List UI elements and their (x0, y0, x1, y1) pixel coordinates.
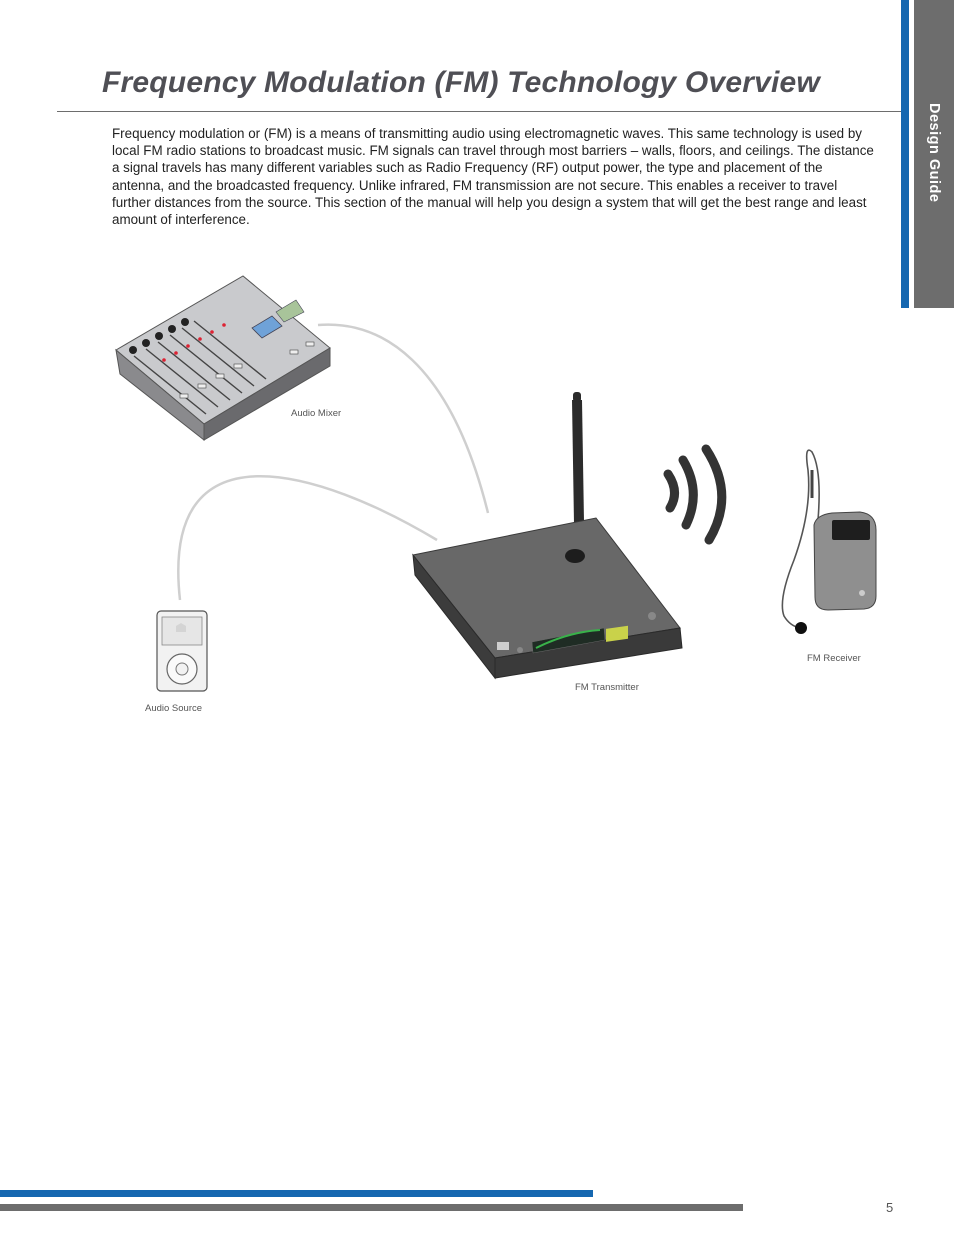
footer-bar-blue (0, 1190, 593, 1197)
audio-mixer-label: Audio Mixer (291, 408, 342, 419)
footer-bar-gray (0, 1204, 743, 1211)
side-tab (914, 0, 954, 308)
radio-waves-icon (663, 444, 727, 545)
mixer-cable (317, 323, 490, 514)
fm-transmitter-image (412, 392, 683, 680)
fm-transmitter-label: FM Transmitter (575, 682, 639, 693)
fm-receiver-image (781, 449, 877, 634)
audio-source-image (156, 610, 208, 692)
side-tab-accent (901, 0, 909, 308)
audio-mixer-image (115, 275, 331, 442)
page-number: 5 (886, 1200, 894, 1215)
source-cable (177, 475, 438, 601)
audio-source-label: Audio Source (145, 703, 203, 714)
page-title: Frequency Modulation (FM) Technology Ove… (102, 66, 820, 99)
fm-receiver-label: FM Receiver (807, 653, 861, 664)
title-rule (57, 111, 908, 112)
intro-paragraph: Frequency modulation or (FM) is a means … (112, 125, 877, 228)
intro-text: Frequency modulation or (FM) is a means … (112, 126, 874, 228)
side-tab-label: Design Guide (926, 103, 942, 203)
